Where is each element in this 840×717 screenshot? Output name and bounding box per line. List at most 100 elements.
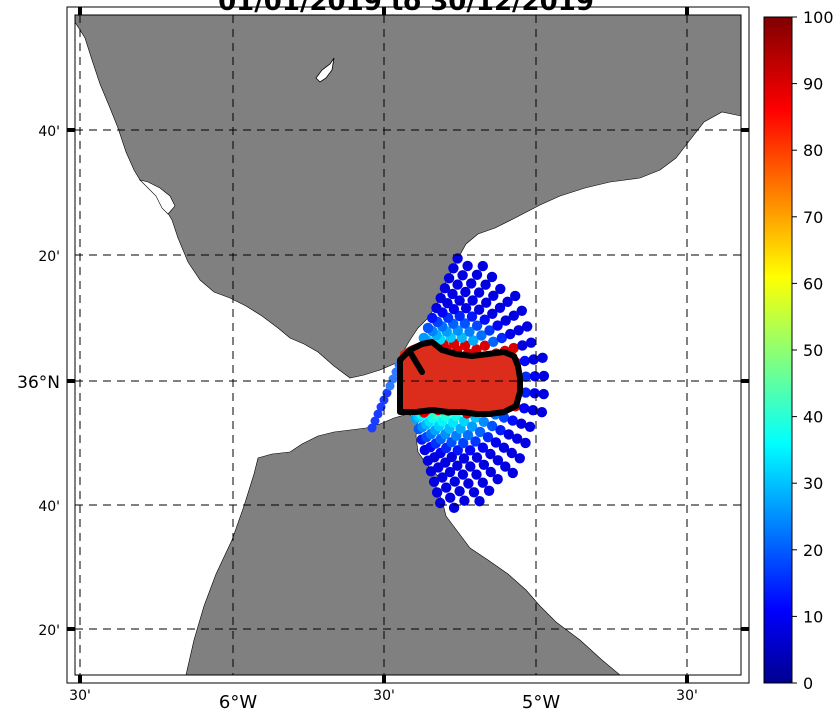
frequency-dot [471,452,483,463]
frequency-dot [508,342,519,354]
x-tick-label: 6°W [219,692,257,713]
frequency-dot [505,328,516,340]
frequency-dot [428,476,440,487]
frequency-dot [459,416,470,427]
frequency-dot [474,496,485,507]
frequency-dot [478,416,489,427]
frequency-dot [500,315,511,326]
frequency-dot [488,290,499,301]
frequency-dot [441,482,452,493]
frequency-dot [470,436,481,447]
frequency-dot [373,409,383,419]
frequency-dot [370,416,380,426]
contour-line [397,339,523,417]
inlet [139,179,176,215]
frequency-dot [492,474,503,485]
frequency-dot [435,292,446,304]
frequency-dot [446,451,457,463]
frequency-dot [513,325,524,336]
frequency-dot [474,426,486,438]
frequency-dot [431,487,443,498]
frequency-dot [512,433,523,444]
frequency-dot [466,311,478,322]
frequency-dot [385,381,395,391]
frequency-dot [466,421,478,432]
frequency-dot [507,415,518,426]
frequency-dot [367,423,377,433]
contour-arm [407,349,425,375]
high-frequency-area [400,340,522,414]
frequency-dot [485,448,496,460]
frequency-dot [454,486,465,497]
frequency-dot [445,492,456,503]
frequency-dot [500,461,511,472]
frequency-dot [537,352,548,363]
frequency-dot [480,279,491,290]
frequency-dot [536,407,548,418]
frequency-dot [427,312,438,324]
frequency-dot [520,371,532,382]
frequency-dot [494,302,506,313]
frequency-dot [458,437,469,449]
frequency-dot [457,270,468,281]
frequency-dot [482,432,494,443]
frequency-dot [514,453,525,464]
frequency-dot [462,260,473,272]
frequency-dot [473,287,485,298]
frequency-dot [471,269,483,280]
frequency-dot [502,296,513,307]
colorbar-tick-label: 0 [803,674,813,693]
frequency-dot [538,388,549,400]
frequency-dot [492,320,503,331]
frequency-dot [477,442,489,453]
frequency-dot [488,336,499,347]
frequency-dot [520,437,531,449]
frequency-dot [520,387,531,398]
colorbar-tick-label: 90 [803,75,823,94]
x-tick-label: 30' [373,688,395,704]
frequency-dot [529,388,540,399]
frame-ticks [67,7,749,683]
frequency-dot [516,418,527,429]
frequency-dot [510,290,521,302]
frequency-dot [422,322,434,334]
frequency-dot [490,437,502,448]
frequency-dot [508,310,519,321]
frequency-dot [477,260,488,272]
x-tick-label: 30' [69,688,91,704]
frequency-dot [464,326,475,337]
frequency-dot [460,303,472,314]
grid [75,15,741,675]
frequency-dot [459,495,470,506]
frequency-dot [376,402,386,412]
frequency-dot [487,308,498,319]
y-tick-label: 40' [38,124,60,140]
frequency-dot [437,472,448,483]
map-area [75,15,741,675]
frequency-dot [484,325,495,336]
frequency-dot [527,405,539,416]
x-tick-label: 5°W [522,692,560,713]
frequency-dot [525,337,537,348]
frequency-dot [444,466,456,478]
map-inner-frame [74,14,742,676]
frequency-dot [462,429,474,441]
y-tick-label: 40' [38,499,60,515]
frequency-dot [471,344,482,355]
frequency-dot [516,305,527,316]
frequency-dot [439,283,451,294]
map-title: 01/01/2019 to 30/12/2019 [218,0,594,17]
frequency-dot [468,487,480,498]
island [315,57,335,83]
frequency-dot [529,371,541,382]
frequency-dot [503,429,514,440]
frequency-dot [479,314,490,325]
frequency-dot [479,340,491,351]
frequency-dot [452,445,463,456]
y-tick-label: 20' [38,623,60,639]
frequency-dot [447,288,458,300]
frequency-dot [485,466,496,478]
